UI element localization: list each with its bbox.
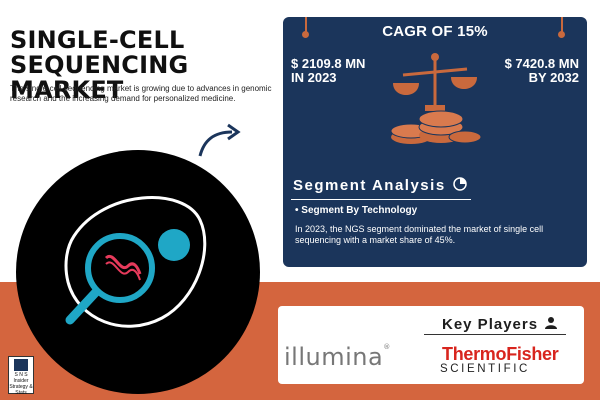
pie-chart-icon	[453, 177, 468, 191]
coin-stack-icon	[390, 110, 482, 144]
pin	[305, 17, 307, 33]
key-players-title-text: Key Players	[442, 316, 539, 333]
value-2032: $ 7420.8 MN BY 2032	[505, 57, 579, 85]
value-2023: $ 2109.8 MN IN 2023	[291, 57, 365, 85]
thermofisher-logo-top: ThermoFisher	[442, 344, 559, 364]
arrow-icon	[198, 123, 241, 157]
pin-dot	[302, 31, 309, 38]
illumina-logo-text: illumina	[284, 343, 384, 371]
magnifier-cell-icon	[64, 196, 207, 328]
value-2023-year: IN 2023	[291, 70, 337, 85]
users-icon	[545, 317, 558, 329]
segment-title: Segment Analysis	[293, 177, 468, 194]
segment-text: In 2023, the NGS segment dominated the m…	[295, 224, 544, 245]
segment-title-text: Segment Analysis	[293, 177, 446, 194]
key-players-title: Key Players	[442, 316, 559, 333]
cagr-title: CAGR OF 15%	[382, 23, 488, 40]
cagr-card: CAGR OF 15% $ 2109.8 MN IN 2023 $ 7420.8…	[283, 17, 587, 267]
brand-logo-mark	[14, 359, 28, 371]
registered-mark: ®	[383, 343, 391, 351]
value-2032-amount: $ 7420.8 MN	[504, 56, 579, 71]
value-2023-amount: $ 2109.8 MN	[291, 56, 366, 71]
value-2032-year: BY 2032	[528, 70, 579, 85]
money-scale-icon	[393, 53, 477, 111]
cell-illustration	[16, 150, 260, 394]
thermofisher-logo-bottom: SCIENTIFIC	[440, 363, 530, 375]
brand-tagline: Strategy & Stats	[9, 384, 33, 396]
illumina-logo: illumina®	[284, 343, 391, 371]
page-title: Single-Cell Sequencing Market	[10, 26, 189, 104]
segment-bullet: • Segment By Technology	[295, 205, 418, 216]
brand-logo: S N S Insider Strategy & Stats	[8, 356, 34, 396]
pin-dot	[558, 31, 565, 38]
key-players-underline	[424, 334, 566, 335]
segment-underline	[291, 199, 471, 200]
pin	[561, 17, 563, 33]
brand-logo-text: S N S Insider	[13, 372, 29, 384]
page-description: The single-cell sequencing market is gro…	[10, 84, 272, 103]
key-players-card: Key Players illumina® ThermoFisher SCIEN…	[278, 306, 584, 384]
